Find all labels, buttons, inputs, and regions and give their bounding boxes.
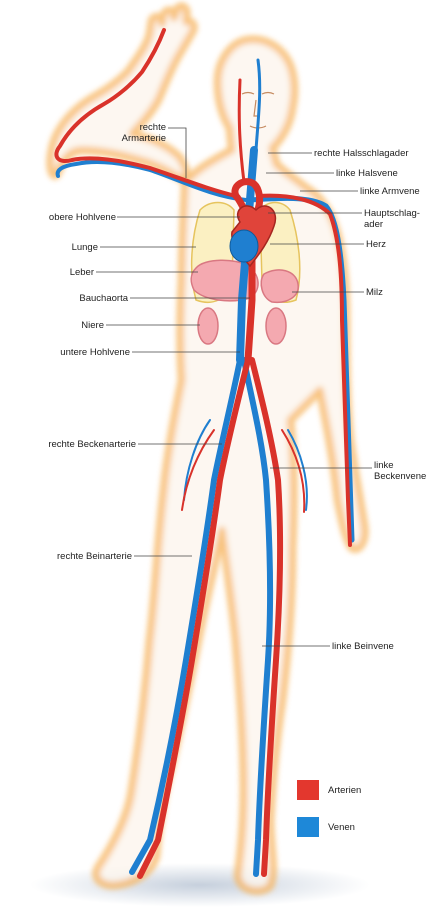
- heart-vein-part: [230, 230, 258, 262]
- legend-arteries-swatch: [297, 780, 319, 800]
- label-liver: Leber: [60, 267, 94, 278]
- legend-arteries-label: Arterien: [328, 785, 361, 796]
- label-aorta: Hauptschlag- ader: [364, 208, 420, 230]
- spleen: [261, 270, 298, 302]
- legend-veins-swatch: [297, 817, 319, 837]
- label-right-leg-artery: rechte Beinarterie: [20, 551, 132, 562]
- label-left-neck-vein: linke Halsvene: [336, 168, 398, 179]
- label-spleen: Milz: [366, 287, 383, 298]
- label-right-carotid: rechte Halsschlagader: [314, 148, 409, 159]
- label-lung: Lunge: [60, 242, 98, 253]
- label-heart: Herz: [366, 239, 386, 250]
- kidney-right: [198, 308, 218, 344]
- label-left-arm-vein: linke Armvene: [360, 186, 420, 197]
- label-kidney: Niere: [60, 320, 104, 331]
- label-superior-vena-cava: obere Hohlvene: [36, 212, 116, 223]
- label-inferior-vena-cava: untere Hohlvene: [30, 347, 130, 358]
- floor-shadow: [30, 863, 370, 907]
- label-left-pelvic-vein: linke Beckenvene: [374, 460, 426, 482]
- label-abdominal-aorta: Bauchaorta: [60, 293, 128, 304]
- kidney-left: [266, 308, 286, 344]
- legend-veins-label: Venen: [328, 822, 355, 833]
- label-left-leg-vein: linke Beinvene: [332, 641, 394, 652]
- label-right-pelvic-artery: rechte Beckenarterie: [10, 439, 136, 450]
- label-right-arm-artery: rechte Armarterie: [120, 122, 166, 144]
